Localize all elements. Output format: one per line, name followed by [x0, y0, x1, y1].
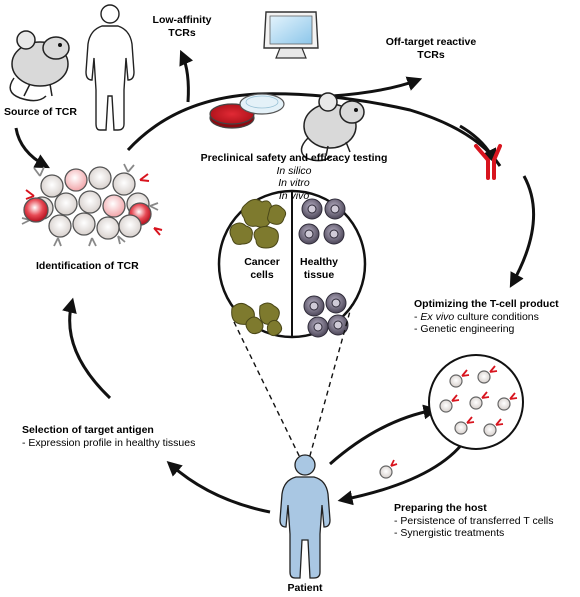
optimizing-item-1-rest: culture conditions — [454, 310, 539, 323]
label-patient: Patient — [287, 582, 323, 594]
zoom-lines — [233, 303, 353, 471]
preparing-item-1: - Persistence of transferred T cells — [394, 514, 554, 527]
arrow-selection-to-identification — [62, 297, 112, 400]
optimizing-item-2: - Genetic engineering — [414, 323, 515, 335]
optimizing-title: Optimizing the T-cell product — [414, 298, 559, 310]
preparing-title: Preparing the host — [394, 502, 487, 514]
label-off-target-tcrs: Off-target reactive TCRs — [370, 36, 492, 61]
optimizing-item-1: - Ex vivo culture conditions — [414, 310, 539, 323]
human-donor-icon — [85, 4, 135, 131]
healthy-line1: Healthy — [300, 256, 338, 268]
preclinical-in-silico: In silico — [276, 164, 312, 177]
healthy-cells-icon — [298, 198, 349, 338]
label-preparing-the-host: Preparing the host - Persistence of tran… — [394, 502, 574, 540]
tcr-receptor-icon — [474, 144, 502, 180]
arrow-source-to-identification — [14, 127, 50, 169]
preclinical-in-vitro: In vitro — [278, 177, 310, 189]
tcell-cluster-icon — [21, 163, 163, 247]
preclinical-title: Preclinical safety and efficacy testing — [200, 152, 388, 164]
arrow-to-tcr — [459, 124, 497, 165]
label-low-affinity-tcrs: Low-affinity TCRs — [148, 14, 216, 39]
arrow-cells-to-patient — [337, 435, 470, 506]
arrow-patient-to-selection — [166, 460, 271, 514]
mouse-testing-icon — [300, 92, 365, 162]
low-affinity-line2: TCRs — [168, 26, 196, 39]
patient-figure-icon — [279, 454, 331, 579]
healthy-line2: tissue — [303, 268, 335, 281]
label-optimizing-tcell-product: Optimizing the T-cell product - Ex vivo … — [414, 298, 578, 336]
label-source-of-tcr: Source of TCR — [4, 106, 77, 118]
label-selection-of-target-antigen: Selection of target antigen - Expression… — [22, 424, 242, 449]
arrow-off-target-branch — [331, 76, 423, 98]
arrow-tcr-to-optimizing — [509, 175, 536, 288]
label-healthy-tissue: Healthy tissue — [296, 256, 342, 281]
transferred-tcell-icon — [379, 459, 398, 479]
cancer-line2: cells — [250, 268, 274, 281]
preparing-item-2: - Synergistic treatments — [394, 527, 505, 539]
computer-monitor-icon — [263, 11, 319, 59]
off-target-line2: TCRs — [417, 48, 445, 61]
petri-dish-icon — [209, 93, 285, 129]
mouse-icon — [9, 30, 70, 102]
tissue-comparison-circle — [217, 189, 367, 339]
arrow-patient-to-optimized-cells — [329, 404, 439, 466]
label-preclinical-testing: Preclinical safety and efficacy testing … — [176, 152, 412, 202]
preclinical-in-vivo: In vivo — [278, 189, 310, 202]
cancer-line1: Cancer — [244, 256, 280, 268]
optimized-tcells-circle — [428, 354, 524, 450]
selection-item: - Expression profile in healthy tissues — [22, 436, 196, 449]
cancer-cells-icon — [229, 198, 287, 337]
label-cancer-cells: Cancer cells — [240, 256, 284, 281]
arrow-low-affinity-branch — [179, 49, 194, 103]
arrow-identification-to-preclinical — [126, 92, 502, 167]
off-target-line1: Off-target reactive — [385, 36, 477, 48]
label-identification-of-tcr: Identification of TCR — [36, 260, 139, 272]
selection-title: Selection of target antigen — [22, 424, 154, 436]
low-affinity-line1: Low-affinity — [152, 14, 212, 26]
optimizing-item-1-italic: Ex vivo — [420, 310, 455, 323]
